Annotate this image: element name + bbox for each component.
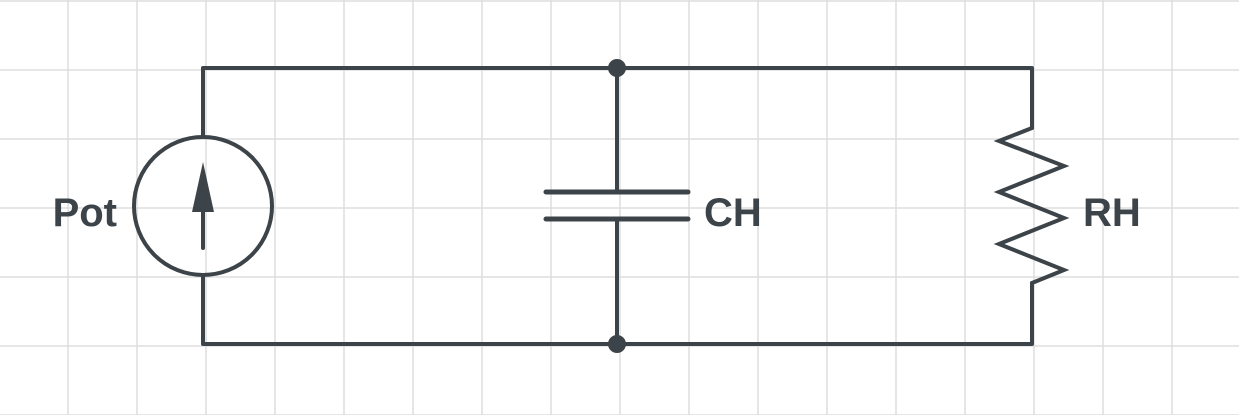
top-junction-node <box>608 59 626 77</box>
source-label: Pot <box>53 191 117 235</box>
resistor-label: RH <box>1083 191 1141 235</box>
bottom-junction-node <box>608 335 626 353</box>
capacitor-label: CH <box>704 191 762 235</box>
circuit-wires <box>201 66 1034 346</box>
capacitor-icon <box>543 189 691 222</box>
resistor-icon <box>993 126 1070 285</box>
current-source-icon <box>132 135 274 277</box>
